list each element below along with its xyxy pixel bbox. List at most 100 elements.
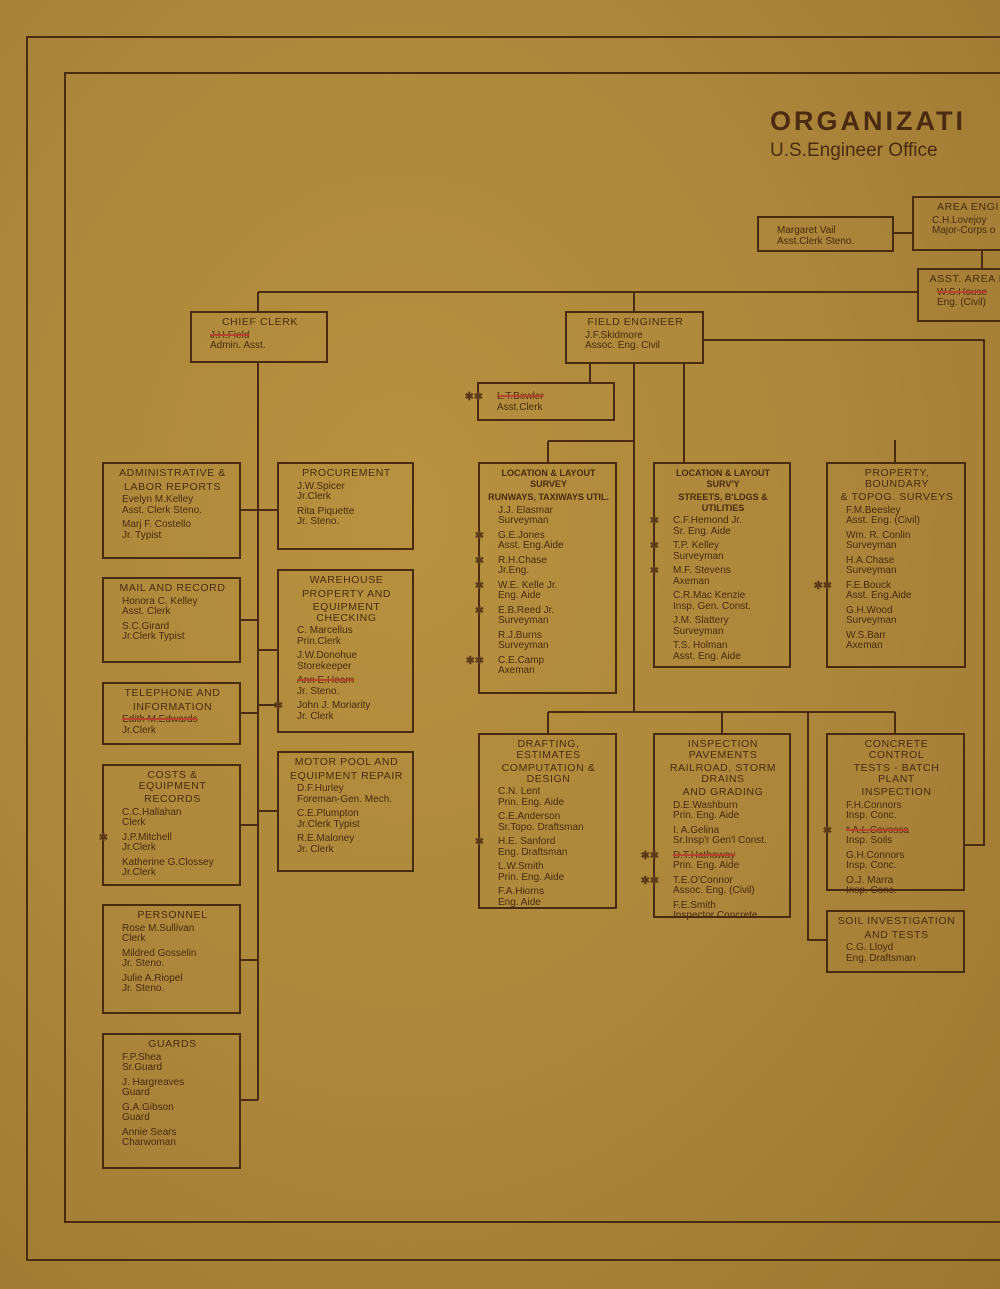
staff-name: J.M. Slattery (673, 615, 729, 626)
staff-name: D.F.Hurley (297, 783, 344, 794)
box-title: RECORDS (144, 793, 201, 805)
box-title: & TOPOG. SURVEYS (840, 491, 954, 503)
staff-role: Jr.Eng. (498, 565, 530, 576)
staff-role: Jr.Clerk (122, 867, 156, 878)
box-title: AND GRADING (682, 786, 764, 798)
box-title: INFORMATION (132, 700, 213, 713)
box-title: INSPECTION (861, 786, 932, 798)
staff-role: Storekeeper (297, 660, 352, 672)
staff-name: H.A.Chase (846, 554, 895, 566)
asterisk-mark: ✱✱ (813, 579, 832, 592)
staff-role: Surveyman (846, 540, 897, 551)
staff-role: Sr.Guard (122, 1062, 163, 1073)
staff-role: Jr. Clerk (297, 710, 334, 722)
staff-role: Jr.Clerk Typist (122, 631, 185, 642)
staff-name: Ann E.Hearn (297, 675, 355, 686)
staff-name: J.J. Elasmar (498, 504, 554, 516)
staff-name: Edith M.Edwards (122, 714, 198, 725)
staff-role: Insp. Conc. (846, 885, 897, 896)
asterisk-mark: ✱✱ (465, 654, 484, 667)
staff-role: Surveyman (498, 615, 549, 626)
staff-role: Prin. Eng. Aide (498, 871, 565, 883)
org-box-property: PROPERTY, BOUNDARY& TOPOG. SURVEYS F.M.Be… (814, 462, 966, 668)
box-title: PROCUREMENT (302, 467, 391, 479)
staff-role: Surveyman (673, 625, 724, 637)
box-title: COSTS & EQUIPMENT (138, 769, 207, 792)
box-title: LOCATION & LAYOUT SURVEY (501, 468, 596, 489)
staff-name: E.B.Reed Jr. (498, 604, 555, 616)
box-title: PROPERTY, BOUNDARY (864, 467, 930, 490)
staff-role: Asst. Clerk Steno. (122, 504, 203, 516)
staff-name: J.W.Donohue (297, 650, 358, 661)
staff-role: Jr. Clerk (297, 843, 334, 855)
inner-border (64, 72, 1000, 1223)
staff-name: D.T.Hathaway (673, 849, 736, 861)
staff-role: Eng. (Civil) (937, 297, 986, 308)
asterisk-mark: ✱ (474, 579, 484, 592)
asterisk-mark: ✱ (273, 700, 283, 712)
staff-role: Charwoman (122, 1137, 176, 1148)
staff-name: F.P.Shea (122, 1051, 162, 1063)
staff-name: H.E. Sanford (498, 836, 556, 847)
staff-role: Prin.Clerk (297, 635, 341, 647)
asterisk-mark: ✱ (822, 824, 832, 837)
staff-role: Clerk (122, 817, 146, 828)
asterisk-mark: ✱ (98, 831, 108, 844)
staff-entry: ✱E.B.Reed Jr.Surveyman (475, 604, 609, 627)
box-title: AREA ENGI (936, 201, 999, 213)
staff-role: Major-Corps o (932, 225, 996, 236)
box-title: SOIL INVESTIGATION (837, 915, 956, 927)
staff-role: Jr. Typist (122, 529, 162, 541)
box-title: PERSONNEL (137, 909, 208, 921)
staff-name: R.E.Maloney (297, 833, 355, 844)
staff-role: Prin. Eng. Aide (498, 796, 565, 808)
staff-name: L.T.Bowler (497, 391, 544, 402)
staff-name: W.E. Kelle Jr. (498, 579, 558, 591)
staff-role: Jr.Clerk Typist (297, 818, 360, 830)
asterisk-mark: ✱ (474, 836, 484, 848)
box-title: GUARDS (148, 1038, 197, 1050)
staff-name: T.E.O'Connor (673, 874, 733, 886)
staff-role: Axeman (846, 640, 883, 651)
staff-name: Margaret Vail (777, 225, 836, 236)
asterisk-mark: ✱✱ (640, 874, 659, 887)
staff-name: Julie A.Riopel (122, 972, 183, 984)
staff-role: Foreman-Gen. Mech. (297, 793, 393, 805)
staff-role: Guard (122, 1087, 150, 1098)
staff-role: Jr. Steno. (122, 958, 165, 969)
staff-role: Clerk (122, 933, 146, 944)
box-title: TESTS - BATCH PLANT (853, 762, 940, 785)
